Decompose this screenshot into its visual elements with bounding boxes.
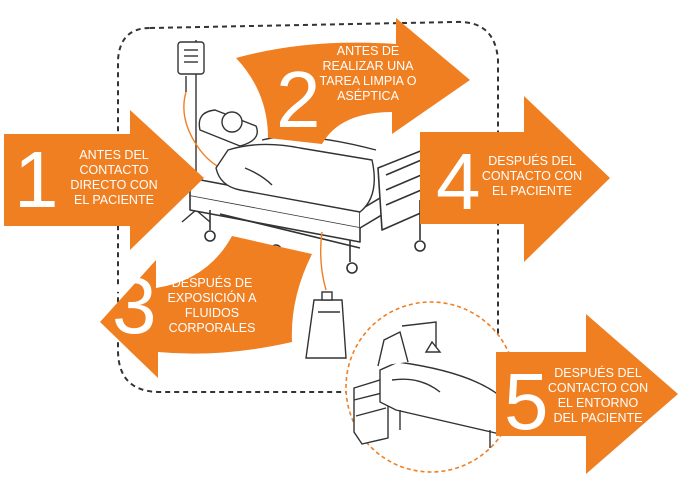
moment-5-line-3: EL ENTORNO	[557, 396, 639, 410]
moment-2-line-1: ANTES DE	[336, 44, 400, 58]
arrow-1	[4, 110, 204, 250]
moment-4-number: 4	[436, 137, 481, 226]
moment-3-line-4: CORPORALES	[168, 321, 256, 335]
patient-zone-border	[117, 20, 499, 393]
arrow-4	[420, 96, 610, 262]
moment-5-line-2: CONTACTO CON	[547, 381, 649, 395]
moment-3-line-1: DESPUÉS DE	[171, 276, 253, 290]
moment-1-line-1: ANTES DEL	[79, 148, 149, 162]
moment-2-label: ANTES DE REALIZAR UNA TAREA LIMPIA O ASÉ…	[306, 44, 430, 104]
moment-3-label: DESPUÉS DE EXPOSICIÓN A FLUIDOS CORPORAL…	[150, 276, 274, 336]
moment-1-label: ANTES DEL CONTACTO DIRECTO CON EL PACIEN…	[66, 148, 162, 208]
moment-4-label: DESPUÉS DEL CONTACTO CON EL PACIENTE	[476, 154, 588, 199]
urine-bag-icon	[305, 231, 347, 359]
moment-4-line-2: CONTACTO CON	[481, 169, 583, 183]
arrow-5	[496, 314, 678, 474]
moment-5-label: DESPUÉS DEL CONTACTO CON EL ENTORNO DEL …	[540, 366, 656, 426]
moment-4-line-1: DESPUÉS DEL	[488, 154, 576, 168]
arrow-2	[236, 18, 470, 144]
moment-5-number: 5	[504, 357, 549, 446]
arrow-3	[100, 236, 312, 378]
moment-2-line-2: REALIZAR UNA	[322, 59, 414, 73]
moment-4-line-3: EL PACIENTE	[492, 184, 572, 198]
moment-3-line-3: FLUIDOS	[184, 306, 240, 320]
moment-1-line-3: DIRECTO CON	[70, 178, 158, 192]
moment-2-line-3: TAREA LIMPIA O	[319, 74, 417, 88]
moment-1-line-4: EL PACIENTE	[74, 193, 154, 207]
moment-1-number: 1	[14, 135, 59, 224]
empty-bed-icon	[377, 321, 501, 448]
moment-2-number: 2	[276, 55, 321, 144]
moment-5-line-1: DESPUÉS DEL	[554, 366, 642, 380]
moment-1-line-2: CONTACTO	[79, 163, 149, 177]
moment-3-line-2: EXPOSICIÓN A	[167, 291, 257, 305]
moment-3-number: 3	[112, 261, 157, 350]
moment-2-line-4: ASÉPTICA	[337, 89, 399, 103]
moment-5-line-4: DEL PACIENTE	[553, 411, 643, 425]
